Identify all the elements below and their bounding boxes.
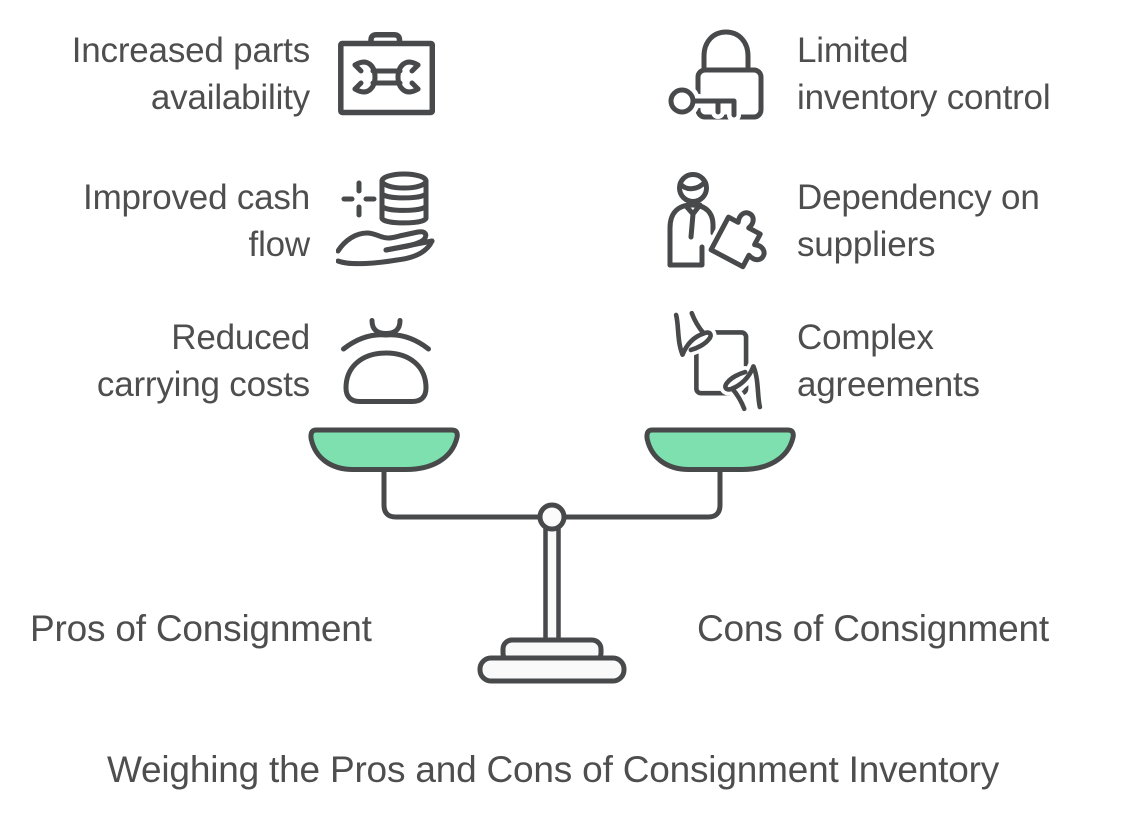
pros-item-line: availability xyxy=(150,78,310,117)
document xyxy=(694,330,749,396)
pros-item-line: Increased parts xyxy=(71,31,310,70)
person-puzzle-icon xyxy=(666,159,770,283)
puzzle-piece xyxy=(708,210,767,270)
open-hand xyxy=(336,229,435,267)
pros-item-line: flow xyxy=(248,225,311,264)
cons-item-complex-agreements: Complex agreements xyxy=(666,299,1128,423)
pros-pan xyxy=(308,427,460,472)
scale-pole xyxy=(543,517,561,651)
cons-item-line: inventory control xyxy=(797,78,1051,117)
cons-item-label: Limited inventory control xyxy=(797,27,1051,121)
pros-item-parts-availability: Increased parts availability xyxy=(0,12,438,136)
lock-key-icon xyxy=(666,12,770,136)
cons-label: Cons of Consignment xyxy=(697,608,1049,649)
cons-item-line: agreements xyxy=(797,365,980,404)
scale-pivot xyxy=(537,502,567,532)
pros-item-label: Improved cash flow xyxy=(83,174,310,268)
cons-pan xyxy=(647,430,793,470)
cons-item-inventory-control: Limited inventory control xyxy=(666,12,1128,136)
pros-item-cash-flow: Improved cash flow xyxy=(0,159,438,283)
cons-item-label: Complex agreements xyxy=(797,314,980,408)
cons-item-line: Dependency on xyxy=(797,178,1040,217)
lock-shackle xyxy=(701,29,751,73)
cons-item-supplier-dependency: Dependency on suppliers xyxy=(666,159,1128,283)
hand-top-left xyxy=(673,310,713,357)
hand-bottom-right xyxy=(723,364,763,412)
toolbox-icon xyxy=(334,12,438,136)
person xyxy=(667,172,716,268)
cons-item-line: Complex xyxy=(797,318,934,357)
pros-item-line: Improved cash xyxy=(83,178,310,217)
key xyxy=(668,87,737,118)
document-hands-icon xyxy=(666,299,770,423)
pros-item-line: Reduced xyxy=(171,318,310,357)
pros-item-carrying-costs: Reduced carrying costs xyxy=(0,299,438,423)
sparkle xyxy=(341,180,377,218)
coin-stack xyxy=(379,171,429,226)
pros-item-label: Reduced carrying costs xyxy=(97,314,310,408)
pros-item-line: carrying costs xyxy=(96,365,310,404)
cons-item-line: suppliers xyxy=(797,225,936,264)
page-title: Weighing the Pros and Cons of Consignmen… xyxy=(106,749,1000,790)
scale-base-lower xyxy=(477,655,627,684)
pros-item-label: Increased parts availability xyxy=(72,27,310,121)
cash-flow-hand-icon xyxy=(334,159,438,283)
pros-label: Pros of Consignment xyxy=(30,608,372,649)
cons-item-label: Dependency on suppliers xyxy=(797,174,1040,268)
purse-icon xyxy=(334,299,438,423)
cons-item-line: Limited xyxy=(797,31,909,70)
